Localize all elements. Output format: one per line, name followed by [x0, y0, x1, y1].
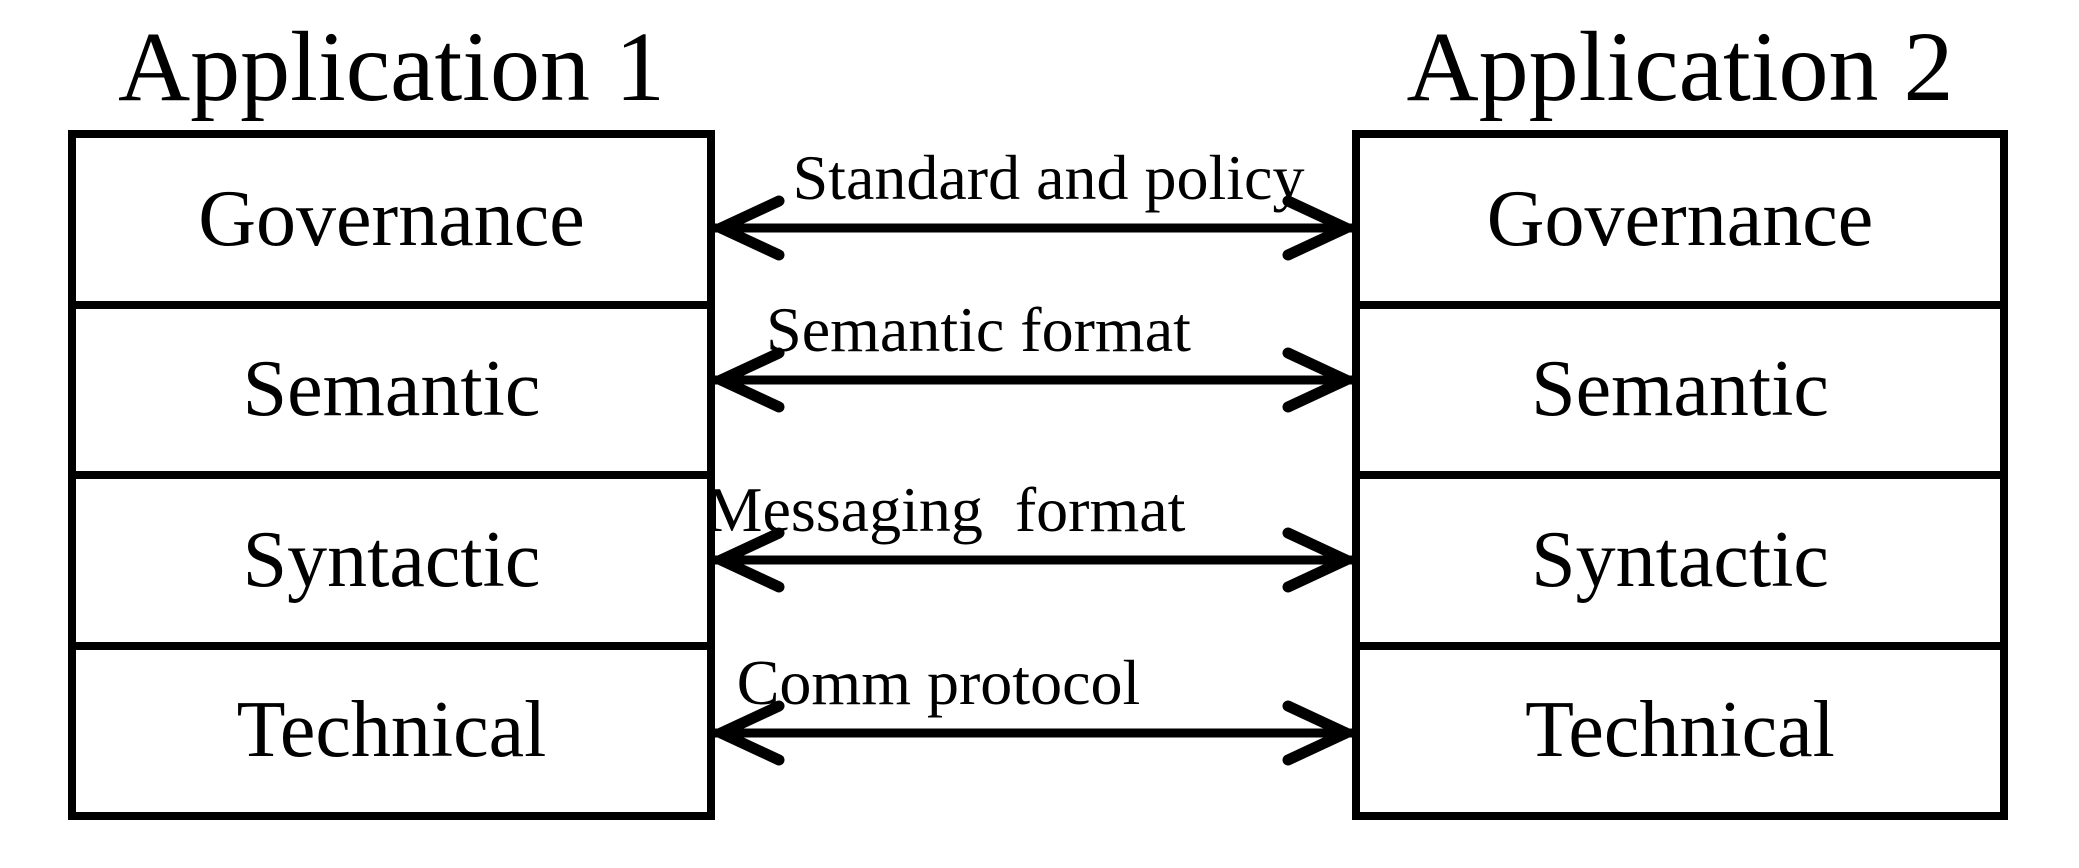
arrowhead-right-icon [1282, 527, 1352, 566]
connection-messaging-format: Messaging format [706, 454, 1352, 594]
app1-layer-semantic: Semantic [76, 300, 707, 472]
app2-stack: Governance Semantic Syntactic Technical [1352, 130, 2008, 820]
connection-label: Messaging format [705, 474, 1186, 545]
arrowhead-right-icon [1282, 727, 1352, 766]
app2-layer-syntactic: Syntactic [1360, 471, 2000, 642]
app2-title: Application 2 [1406, 11, 1954, 122]
arrowhead-right-icon [1282, 554, 1352, 593]
double-headed-arrow-icon [715, 700, 1352, 766]
arrowhead-left-icon [715, 700, 785, 739]
arrowhead-left-icon [715, 554, 785, 593]
connection-comm-protocol: Comm protocol [715, 627, 1352, 767]
arrowhead-left-icon [715, 347, 785, 386]
arrowhead-right-icon [1282, 195, 1352, 234]
arrowhead-right-icon [1282, 700, 1352, 739]
arrowhead-right-icon [1282, 347, 1352, 386]
connection-label: Standard and policy [792, 142, 1305, 213]
arrowhead-left-icon [715, 374, 785, 413]
arrowhead-right-icon [1282, 222, 1352, 261]
connection-label: Semantic format [766, 294, 1191, 365]
double-headed-arrow-icon [715, 527, 1352, 593]
app2-layer-technical: Technical [1360, 641, 2000, 813]
app2-layer-governance: Governance [1486, 174, 1874, 263]
app1-stack: Governance Semantic Syntactic Technical [68, 130, 715, 820]
arrowhead-right-icon [1282, 374, 1352, 413]
app1-layer-syntactic: Syntactic [76, 471, 707, 642]
arrowhead-left-icon [715, 527, 785, 566]
arrowhead-left-icon [715, 727, 785, 766]
app1-title: Application 1 [117, 11, 666, 122]
double-headed-arrow-icon [715, 195, 1352, 261]
app1-layer-technical: Technical [76, 641, 707, 813]
arrowhead-left-icon [715, 222, 785, 261]
arrowhead-left-icon [715, 195, 785, 234]
connection-standard-and-policy: Standard and policy [715, 122, 1352, 262]
double-headed-arrow-icon [715, 347, 1352, 413]
connection-label: Comm protocol [736, 647, 1141, 718]
app2-layer-semantic: Semantic [1360, 300, 2000, 472]
app1-layer-governance: Governance [198, 174, 585, 263]
connection-semantic-format: Semantic format [715, 274, 1352, 414]
